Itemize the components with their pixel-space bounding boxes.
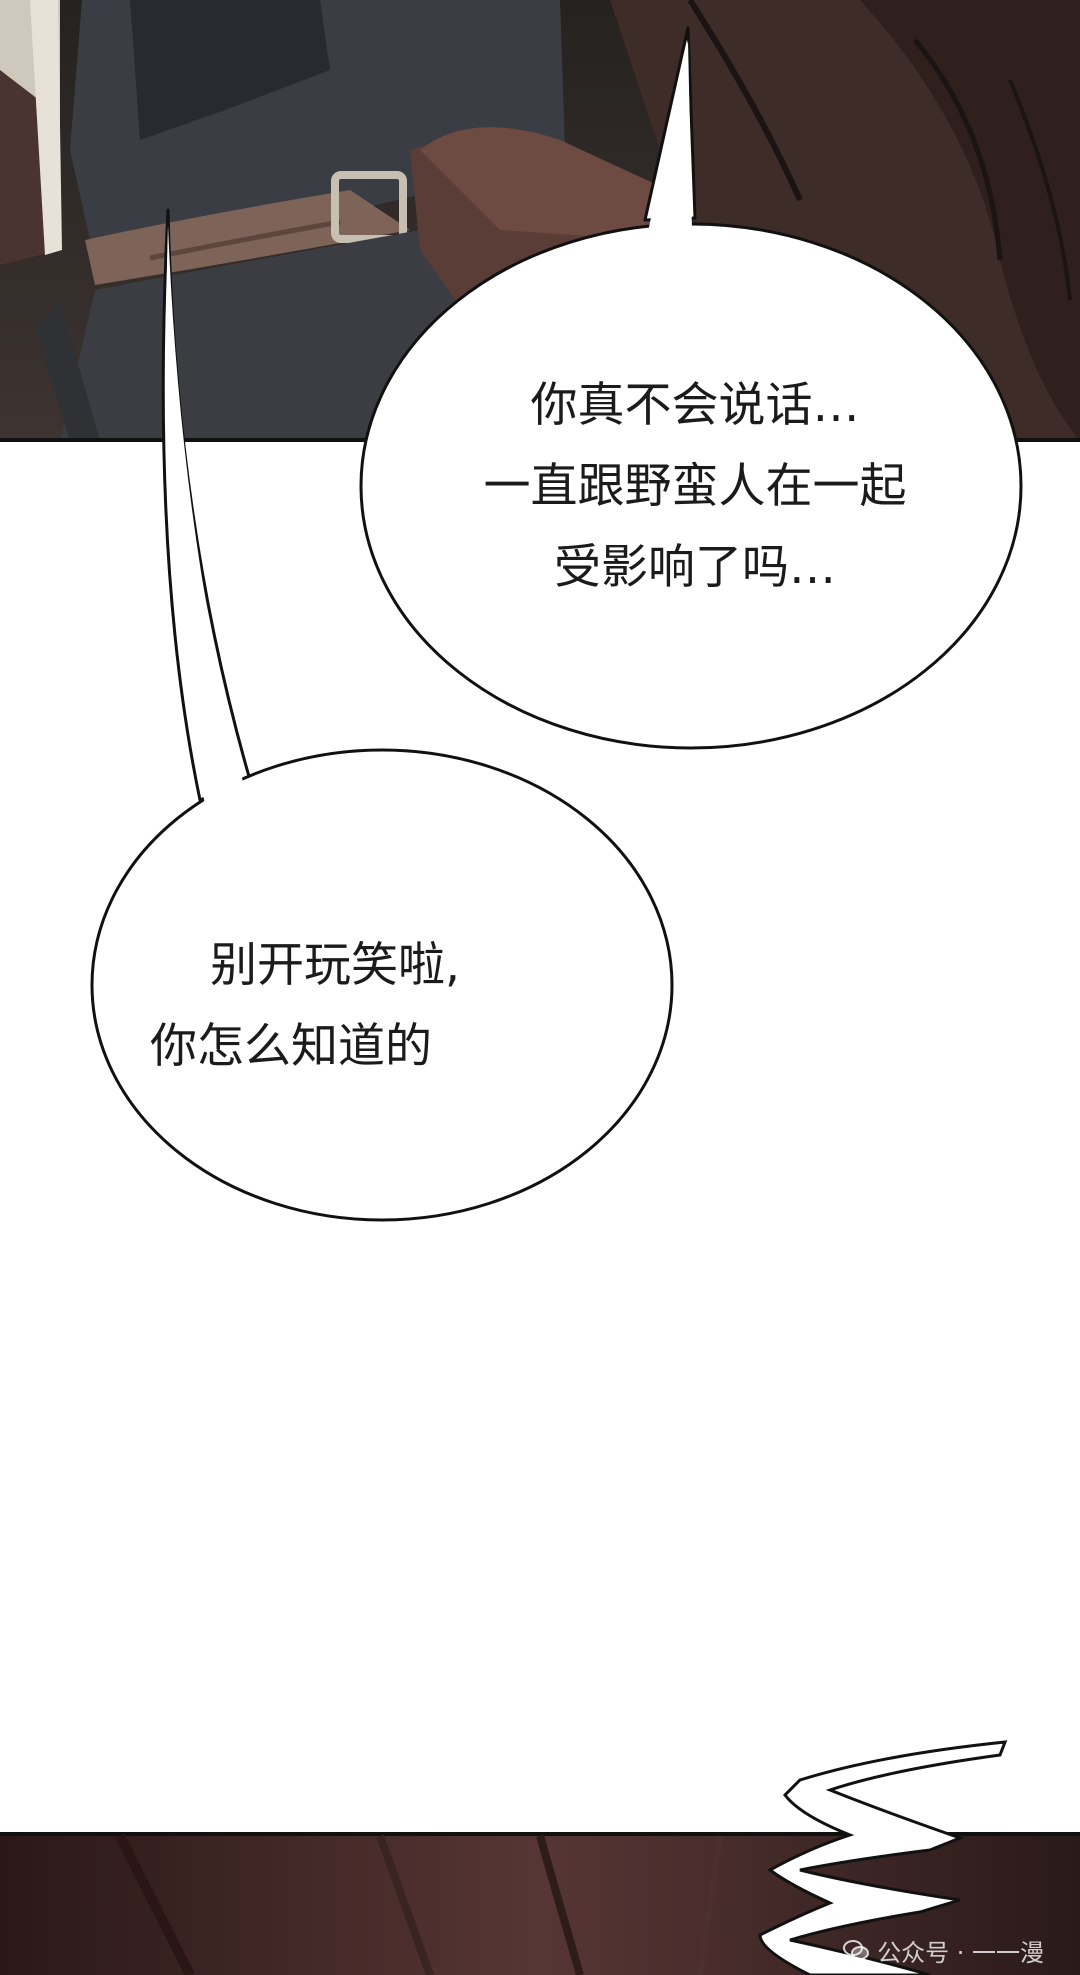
bubble-1-line-1: 你真不会说话…: [530, 378, 860, 433]
watermark: 公众号 · 一一漫: [843, 1935, 1044, 1967]
bubble-1-line-3: 受影响了吗…: [554, 540, 836, 595]
watermark-text: 公众号 · 一一漫: [877, 1938, 1044, 1967]
bubble-1-line-2: 一直跟野蛮人在一起: [483, 459, 907, 514]
wechat-icon: [843, 1940, 870, 1960]
bubble-2-line-2: 你怎么知道的: [150, 1019, 432, 1074]
speech-bubble-1-text: 你真不会说话… 一直跟野蛮人在一起 受影响了吗…: [355, 365, 1035, 608]
speech-bubble-2-text: 别开玩笑啦, 你怎么知道的: [150, 925, 570, 1087]
bubble-2-line-1: 别开玩笑啦,: [210, 938, 460, 993]
